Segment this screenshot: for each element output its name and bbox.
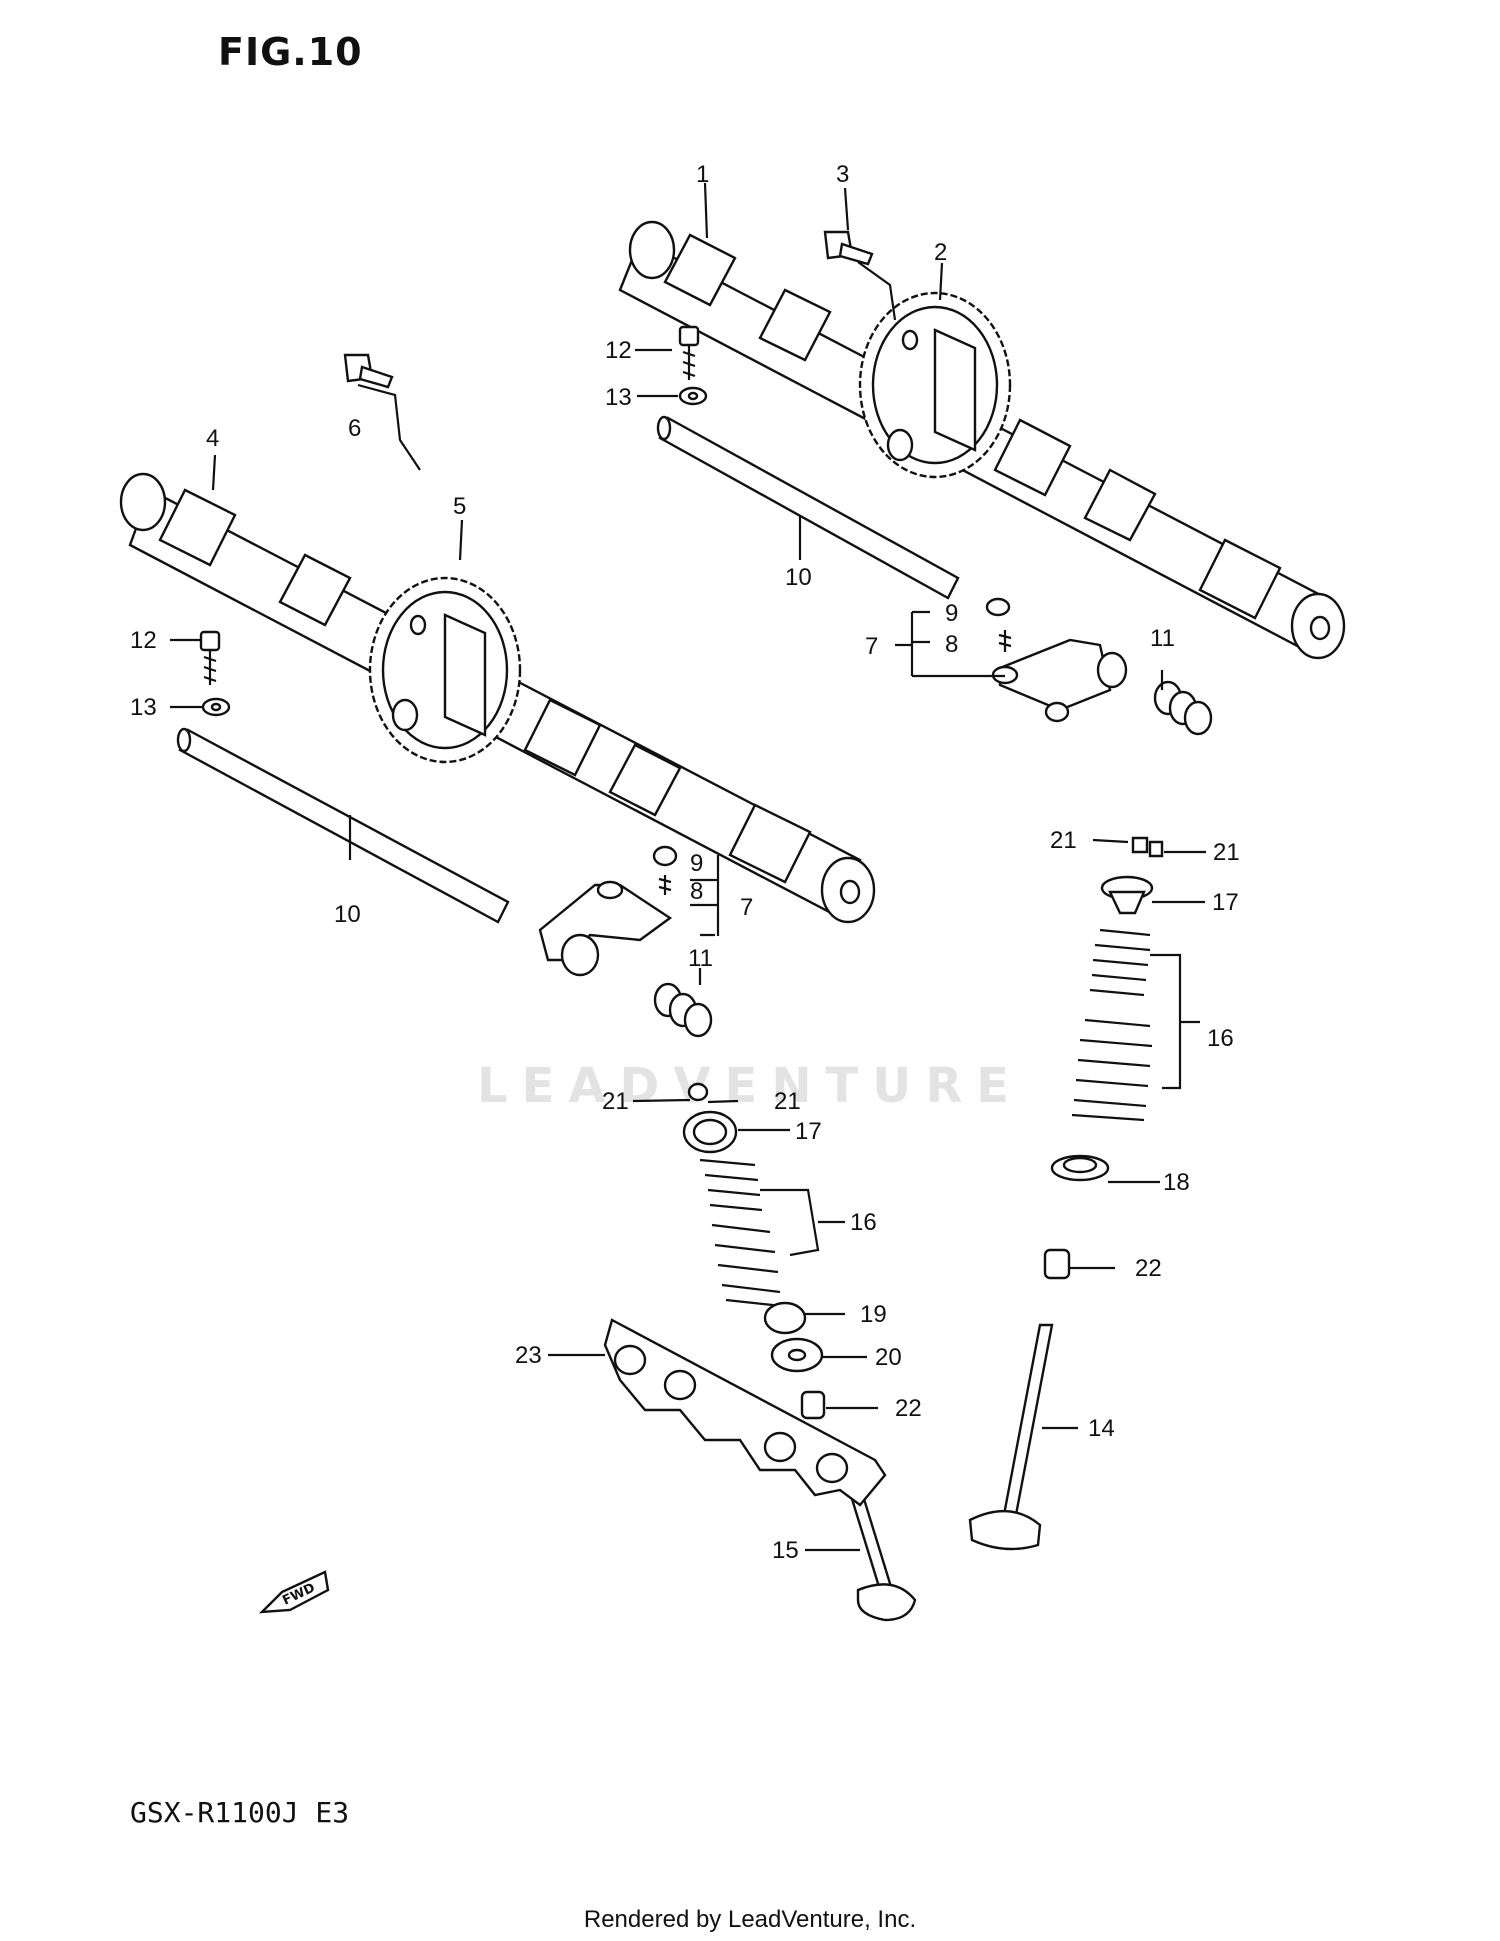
callout-21: 21: [774, 1088, 801, 1115]
rocker-shaft-upper[interactable]: [656, 415, 960, 600]
valve-14-exhaust[interactable]: [968, 1323, 1054, 1551]
callout-10: 10: [785, 564, 812, 591]
callout-22: 22: [1135, 1255, 1162, 1282]
rocker-arm-lower[interactable]: [538, 880, 673, 977]
watermark: LEADVENTURE: [477, 1058, 1023, 1114]
spring-retainer-17-right[interactable]: [1100, 875, 1154, 915]
valve-seal-22-right[interactable]: [1043, 1248, 1071, 1280]
spring-seat-18-right[interactable]: [1050, 1154, 1110, 1182]
rocker-spring-11-lower[interactable]: [653, 982, 713, 1038]
callout-9: 9: [690, 850, 703, 877]
callout-7: 7: [865, 633, 878, 660]
cam-sprocket-lower[interactable]: [368, 576, 522, 764]
footer-credit: Rendered by LeadVenture, Inc.: [583, 1906, 917, 1933]
callout-4: 4: [206, 425, 219, 452]
figure-title: FIG.10: [218, 30, 363, 74]
callout-6: 6: [348, 415, 361, 442]
callout-11: 11: [688, 945, 713, 972]
forward-arrow-icon: [258, 1570, 330, 1614]
valve-seal-22-center[interactable]: [800, 1390, 826, 1420]
valve-springs-16-center[interactable]: [699, 1158, 783, 1308]
rocker-arm-upper[interactable]: [991, 638, 1128, 723]
callout-18: 18: [1163, 1169, 1190, 1196]
callout-8: 8: [690, 878, 703, 905]
spring-seat-19[interactable]: [763, 1301, 807, 1335]
spring-retainer-17-center[interactable]: [682, 1110, 738, 1154]
washer-13-upper[interactable]: [678, 386, 708, 406]
rocker-shaft-lower[interactable]: [176, 727, 510, 924]
callout-9: 9: [945, 600, 958, 627]
callout-16: 16: [850, 1209, 877, 1236]
rocker-spring-11-upper[interactable]: [1153, 680, 1213, 736]
cam-sprocket-upper[interactable]: [858, 291, 1012, 479]
callout-12: 12: [605, 337, 632, 364]
callout-17: 17: [1212, 889, 1239, 916]
callout-8: 8: [945, 631, 958, 658]
rocker-nut-9-upper[interactable]: [985, 597, 1011, 617]
sprocket-bolt-lower[interactable]: [343, 353, 394, 389]
callout-19: 19: [860, 1301, 887, 1328]
callout-7: 7: [740, 894, 753, 921]
adjust-screw-8-lower[interactable]: [658, 875, 672, 895]
valve-guide-plate-23[interactable]: [603, 1318, 887, 1507]
callout-11: 11: [1150, 625, 1175, 652]
callout-15: 15: [772, 1537, 799, 1564]
callout-1: 1: [696, 161, 709, 188]
valve-cotters-21-right[interactable]: [1131, 836, 1164, 858]
callout-20: 20: [875, 1344, 902, 1371]
sprocket-bolt-upper[interactable]: [823, 230, 874, 266]
callout-21: 21: [1050, 827, 1077, 854]
valve-springs-16-right[interactable]: [1071, 928, 1153, 1122]
model-code: GSX-R1100J E3: [130, 1796, 350, 1829]
washer-13-lower[interactable]: [201, 697, 231, 717]
bolt-12-upper[interactable]: [678, 325, 700, 380]
callout-2: 2: [934, 239, 947, 266]
callout-10: 10: [334, 901, 361, 928]
callout-22: 22: [895, 1395, 922, 1422]
valve-cotters-21-center[interactable]: [687, 1082, 709, 1102]
callout-5: 5: [453, 493, 466, 520]
callout-3: 3: [836, 161, 849, 188]
callout-13: 13: [130, 694, 157, 721]
callout-21: 21: [1213, 839, 1240, 866]
callout-23: 23: [515, 1342, 542, 1369]
adjust-screw-8-upper[interactable]: [998, 630, 1012, 652]
leader-lines: [170, 182, 1206, 1552]
callout-21: 21: [602, 1088, 629, 1115]
bolt-12-lower[interactable]: [199, 630, 221, 685]
callout-13: 13: [605, 384, 632, 411]
callout-14: 14: [1088, 1415, 1115, 1442]
rocker-nut-9-lower[interactable]: [652, 845, 678, 867]
callout-16: 16: [1207, 1025, 1234, 1052]
callout-12: 12: [130, 627, 157, 654]
callout-17: 17: [795, 1118, 822, 1145]
shim-20[interactable]: [770, 1337, 824, 1373]
